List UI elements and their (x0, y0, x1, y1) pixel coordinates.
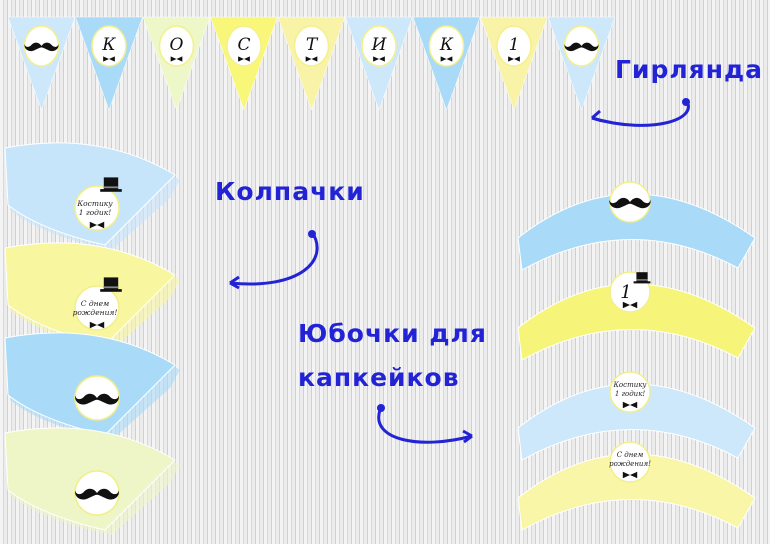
hats-label: Колпачки (215, 177, 365, 206)
pennant-letter: К (101, 35, 116, 55)
arrowhead (462, 429, 473, 444)
wrappers-label-line1: Юбочки для (298, 319, 487, 348)
arrowhead (591, 109, 603, 123)
party-hat (4, 427, 180, 535)
garland-arrow (591, 99, 690, 127)
arrow-dot (682, 98, 690, 106)
pennant (7, 16, 76, 111)
cupcake-wrapper: 1 (517, 271, 756, 361)
pennant-letter: Т (306, 35, 319, 55)
wrappers-label-line2: капкейков (298, 363, 460, 392)
wrapper-text: рождения! (609, 460, 651, 468)
wrappers-arrow (377, 409, 473, 444)
pennant: Т (277, 16, 346, 111)
wrapper-text: 1 годик! (615, 390, 646, 398)
arrowhead (229, 275, 240, 290)
pennant-letter: И (371, 35, 388, 55)
pennant-letter: С (237, 35, 250, 55)
pennant: С (210, 16, 278, 111)
hats-arrow (229, 231, 319, 286)
pennant: И (345, 16, 413, 111)
wrapper-text: С днем (617, 451, 644, 459)
arrow-dot (308, 230, 316, 238)
arrow-dot (377, 404, 385, 412)
hat-text: Костику (76, 199, 113, 208)
wrapper-text: Костику (613, 381, 648, 389)
pennant-letter: О (170, 35, 184, 55)
pennant: О (142, 16, 211, 111)
party-hat (4, 332, 180, 440)
pennant: К (412, 16, 481, 111)
pennant (547, 16, 616, 111)
wrapper-number: 1 (620, 282, 631, 303)
hat-text: С днем (81, 299, 109, 308)
garland-label: Гирлянда (615, 55, 763, 84)
pennant-letter: 1 (509, 35, 520, 55)
hat-text: 1 годик! (79, 208, 112, 217)
pennant: К (75, 16, 143, 111)
hat-text: рождения! (73, 308, 118, 317)
garland: К О С Т И К 1 (7, 16, 616, 111)
pennant-letter: К (439, 35, 454, 55)
cupcake-wrapper (517, 181, 756, 271)
pennant: 1 (480, 16, 548, 111)
